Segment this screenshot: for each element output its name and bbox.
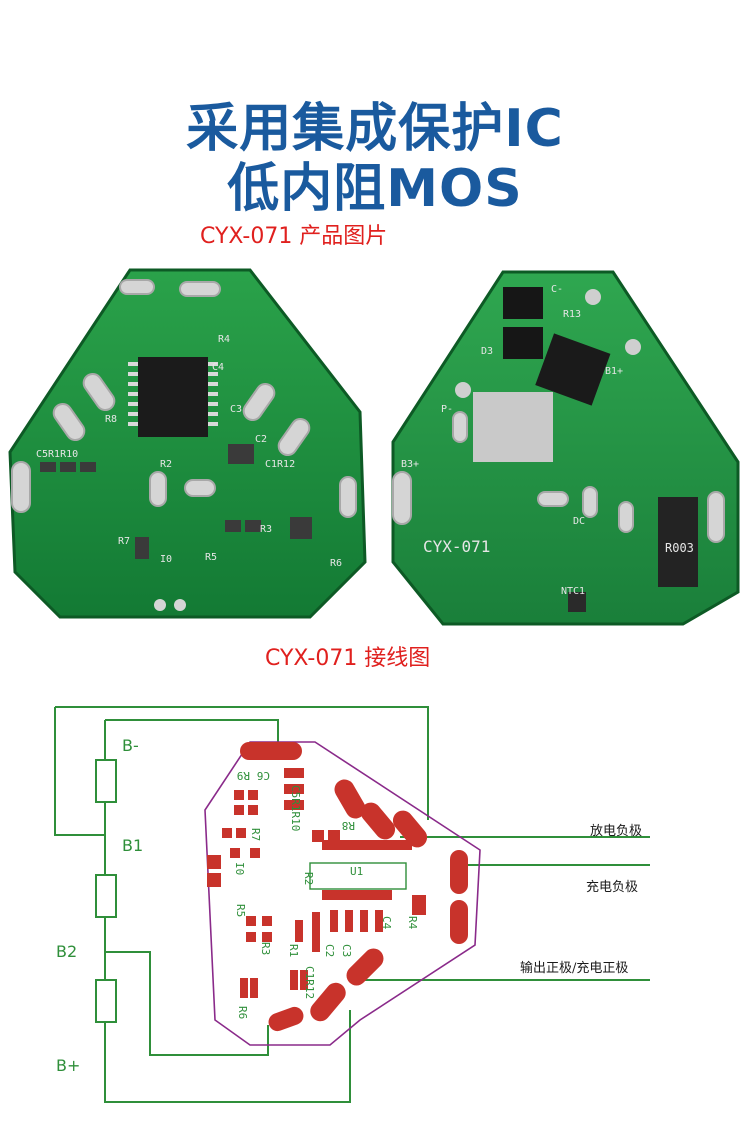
svg-text:C1R12: C1R12 [265, 459, 295, 470]
svg-text:P-: P- [441, 404, 453, 415]
svg-text:C2: C2 [323, 944, 336, 957]
svg-text:R4: R4 [406, 916, 419, 930]
wiring-schematic: R9 C6 C5R1R10 R8 R7 U1 R2 C4 R4 R5 R3 R1… [54, 706, 650, 1103]
svg-text:C-: C- [551, 284, 563, 295]
svg-text:R3: R3 [259, 942, 272, 955]
node-b2: B2 [56, 942, 78, 961]
svg-text:R2: R2 [302, 872, 315, 885]
svg-text:C3: C3 [230, 404, 242, 415]
svg-text:C2: C2 [255, 434, 267, 445]
svg-text:DC: DC [573, 516, 585, 527]
svg-text:NTC1: NTC1 [561, 586, 585, 597]
svg-text:R6: R6 [330, 558, 342, 569]
svg-text:I0: I0 [233, 862, 246, 875]
svg-text:C4: C4 [212, 362, 224, 373]
svg-text:C1R12: C1R12 [303, 966, 316, 999]
node-b1: B1 [122, 836, 144, 855]
svg-text:CYX-071: CYX-071 [423, 537, 490, 556]
label-output-positive: 输出正极/充电正极 [520, 961, 629, 976]
wiring-diagram-caption: CYX-071 接线图 [265, 646, 431, 671]
svg-text:R6: R6 [236, 1006, 249, 1019]
svg-text:C6: C6 [257, 769, 270, 782]
product-photo-caption: CYX-071 产品图片 [200, 224, 388, 249]
svg-text:B3+: B3+ [401, 459, 419, 470]
headline-line-2: 低内阻MOS [227, 159, 523, 219]
svg-text:R5: R5 [205, 552, 217, 563]
svg-text:R7: R7 [118, 536, 130, 547]
svg-text:R4: R4 [218, 334, 230, 345]
svg-text:R3: R3 [260, 524, 272, 535]
svg-text:I0: I0 [160, 554, 172, 565]
svg-text:R2: R2 [160, 459, 172, 470]
svg-text:C4: C4 [380, 916, 393, 930]
svg-text:R5: R5 [234, 904, 247, 917]
svg-text:R8: R8 [342, 819, 355, 832]
svg-text:C5R1R10: C5R1R10 [36, 449, 78, 460]
svg-text:R8: R8 [105, 414, 117, 425]
label-charge-negative: 充电负极 [586, 880, 639, 895]
node-b-minus: B- [122, 736, 139, 755]
svg-text:R7: R7 [249, 828, 262, 841]
svg-text:R1: R1 [287, 944, 300, 957]
svg-text:R9: R9 [237, 769, 250, 782]
headline-line-1: 采用集成保护IC [186, 99, 564, 159]
svg-text:D3: D3 [481, 346, 493, 357]
svg-text:R003: R003 [665, 541, 694, 555]
svg-text:U1: U1 [350, 865, 363, 878]
svg-text:C3: C3 [340, 944, 353, 957]
svg-text:C5R1R10: C5R1R10 [289, 785, 302, 831]
svg-text:B1+: B1+ [605, 366, 623, 377]
svg-text:R13: R13 [563, 309, 581, 320]
label-discharge-negative: 放电负极 [590, 824, 643, 839]
node-b-plus: B+ [56, 1056, 81, 1075]
